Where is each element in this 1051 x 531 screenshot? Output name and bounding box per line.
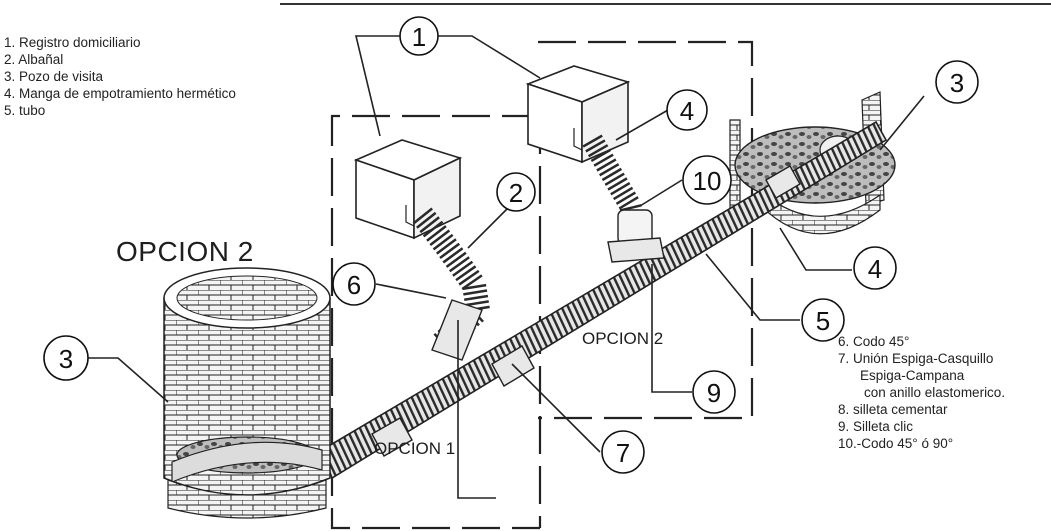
legend-item-union-line3: con anillo elastomerico.	[864, 385, 1006, 400]
silleta-clic	[607, 209, 665, 263]
registro-opcion2	[525, 65, 631, 164]
legend-item-albanal: 2. Albañal	[4, 52, 64, 67]
legend-item-union: 7. Unión Espiga-Casquillo	[838, 351, 994, 366]
callouts: 1 2 3 4 3 4 5 6 7 9 10	[43, 16, 979, 474]
legend-item-silleta-clic: 9. Silleta clic	[838, 419, 914, 434]
leader-lines	[88, 35, 925, 499]
callout-4-right: 4	[853, 246, 897, 290]
legend-right: 6. Codo 45° 7. Unión Espiga-Casquillo Es…	[838, 333, 1005, 452]
codo-45	[431, 299, 483, 361]
legend-left: 1. Registro domiciliario 2. Albañal 3. P…	[4, 34, 236, 119]
callout-1: 1	[399, 16, 439, 56]
callout-3-right: 3	[935, 60, 979, 104]
callout-5: 5	[801, 298, 845, 342]
svg-text:4: 4	[868, 254, 882, 284]
albanal-opcion1	[412, 207, 491, 354]
callout-9: 9	[692, 370, 736, 414]
legend-item-manga: 4. Manga de empotramiento hermético	[4, 86, 236, 101]
svg-text:3: 3	[950, 68, 964, 98]
svg-text:1: 1	[412, 22, 426, 52]
svg-text:4: 4	[680, 96, 694, 126]
callout-7: 7	[601, 430, 645, 474]
opcion2-label: OPCION 2	[582, 329, 664, 348]
svg-text:9: 9	[707, 378, 721, 408]
manhole-left	[163, 267, 331, 519]
opcion1-label: OPCION 1	[374, 439, 456, 458]
legend-item-pozo: 3. Pozo de visita	[4, 69, 104, 84]
callout-10: 10	[682, 155, 732, 205]
legend-item-codo-45-90: 10.-Codo 45° ó 90°	[838, 436, 954, 451]
svg-text:3: 3	[59, 344, 73, 374]
opcion2-title: OPCION 2	[116, 236, 254, 267]
svg-text:2: 2	[509, 178, 523, 208]
svg-text:10: 10	[693, 166, 722, 196]
opcion2-frame	[538, 40, 754, 420]
legend-item-tubo: 5. tubo	[4, 103, 46, 118]
callout-4-top: 4	[666, 89, 708, 131]
legend-item-registro: 1. Registro domiciliario	[4, 35, 141, 50]
svg-text:5: 5	[816, 306, 830, 336]
callout-3-left: 3	[43, 335, 89, 381]
callout-2: 2	[496, 172, 536, 212]
callout-6: 6	[332, 262, 376, 306]
svg-text:7: 7	[616, 438, 630, 468]
legend-item-silleta-cementar: 8. silleta cementar	[838, 402, 948, 417]
legend-item-union-line2: Espiga-Campana	[860, 368, 965, 383]
registro-opcion1	[353, 139, 463, 240]
legend-item-codo: 6. Codo 45°	[838, 334, 910, 349]
svg-text:6: 6	[347, 270, 361, 300]
